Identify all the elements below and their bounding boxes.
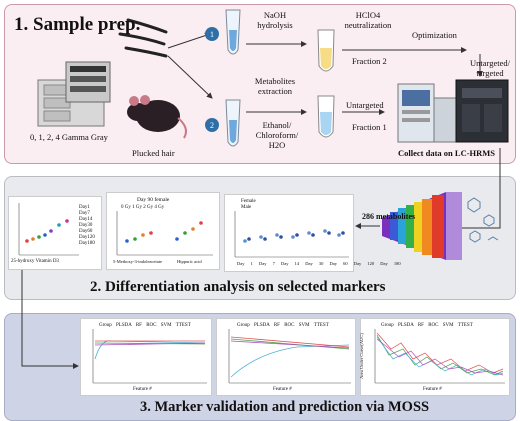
freezer-icon xyxy=(37,61,111,127)
solvent-label: Ethanol/ Chloroform/ H2O xyxy=(255,120,299,150)
funnel-icon xyxy=(382,192,462,260)
chart-c-plot xyxy=(234,211,349,258)
moss-chart-3-plot xyxy=(374,329,505,384)
chart-b-xlabel-2: Hippuric acid xyxy=(177,259,202,264)
moss-chart-3-xlabel: Feature # xyxy=(423,387,442,392)
fraction-1-tube-icon xyxy=(317,95,335,138)
moss-chart-1-xlabel: Feature # xyxy=(133,387,152,392)
chart-b-plot xyxy=(116,211,213,256)
chart-b-title: Day 90 female xyxy=(137,197,170,203)
tube-2-icon xyxy=(225,99,241,147)
naoh-label: NaOH hydrolysis xyxy=(257,10,293,30)
chart-a-xlabel: 25-hydroxy Vitamin D3 xyxy=(11,259,59,264)
chart-b-xlabel-1: 5-Methoxy-3-indoleacetate xyxy=(113,259,162,264)
dose-label: 0, 1, 2, 4 Gamma Gray xyxy=(30,132,108,142)
collect-data-label: Collect data on LC-HRMS xyxy=(398,148,496,158)
moss-chart-2-plot xyxy=(228,329,351,384)
step-1-badge xyxy=(205,27,219,41)
step-1-badge-label: 1 xyxy=(210,30,214,39)
metabolites-count-label: 286 metabolites xyxy=(362,212,416,221)
hclo4-label: HClO4 neutralization xyxy=(344,10,392,30)
chart-a-plot xyxy=(18,203,79,256)
step-2-badge xyxy=(205,118,219,132)
lc-hrms-instrument-icon xyxy=(397,79,509,143)
chart-c-xlabels: Day 1 Day 7 Day 14 Day 30 Day 60 Day 120… xyxy=(237,261,401,266)
moss-chart-1-plot xyxy=(92,329,207,384)
mouse-icon xyxy=(127,95,187,139)
moss-chart-3-legend: Group PLSDA RF ROC SVM TTEST xyxy=(381,323,473,328)
moss-chart-2-legend: Group PLSDA RF ROC SVM TTEST xyxy=(237,323,329,328)
moss-chart-2: Group PLSDA RF ROC SVM TTEST Feature # xyxy=(216,318,356,396)
section-2-title: 2. Differentiation analysis on selected … xyxy=(90,279,386,295)
fraction-2-tube-icon xyxy=(317,29,335,72)
optimization-label: Optimization xyxy=(412,30,457,40)
untargeted-targeted-label: Untargeted/ targeted xyxy=(470,58,510,78)
section-3-title: 3. Marker validation and prediction via … xyxy=(140,399,430,415)
chart-a-points xyxy=(25,219,69,243)
fraction-2-label: Fraction 2 xyxy=(352,56,387,66)
chart-b: Day 90 female 0 Gy 1 Gy 2 Gy 4 Gy 5-Meth… xyxy=(106,192,220,270)
metabolites-extraction-label: Metabolites extraction xyxy=(254,76,296,96)
moss-chart-1: Group PLSDA RF ROC SVM TTEST Feature # xyxy=(80,318,212,396)
untargeted-label: Untargeted xyxy=(346,100,384,110)
section-1-title: 1. Sample prep. xyxy=(14,14,141,35)
moss-chart-1-legend: Group PLSDA RF ROC SVM TTEST xyxy=(99,323,191,328)
hair-icon xyxy=(118,18,168,58)
chart-b-legend: 0 Gy 1 Gy 2 Gy 4 Gy xyxy=(121,205,165,210)
fraction-1-label: Fraction 1 xyxy=(352,122,387,132)
step-2-badge-label: 2 xyxy=(210,121,214,130)
tube-1-icon xyxy=(225,9,241,55)
moss-chart-2-xlabel: Feature # xyxy=(273,387,292,392)
molecule-icon xyxy=(467,197,499,243)
moss-chart-3: Group PLSDA RF ROC SVM TTEST Area Under … xyxy=(359,318,510,396)
plucked-hair-label: Plucked hair xyxy=(132,148,175,158)
